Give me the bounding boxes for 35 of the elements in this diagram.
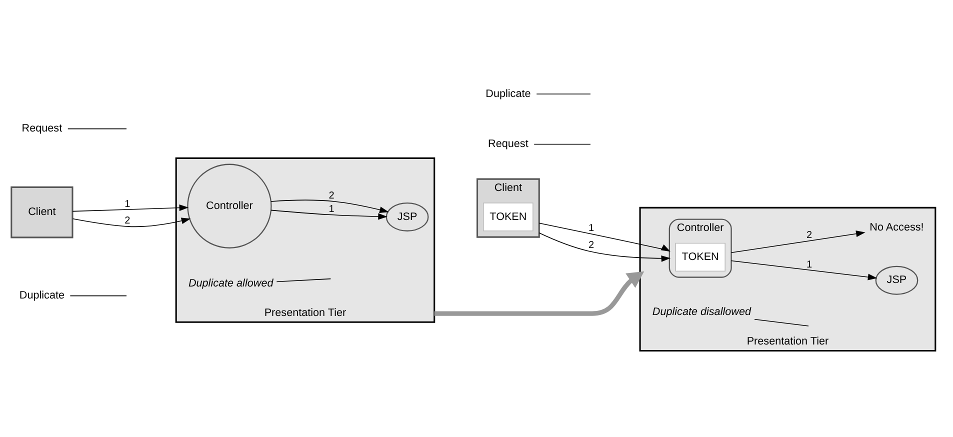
edge-label: 1 <box>124 199 130 210</box>
node-box: TOKEN <box>483 202 534 232</box>
arrow <box>434 271 644 316</box>
arrow <box>730 260 878 280</box>
connector <box>68 128 127 130</box>
arrow <box>270 210 388 220</box>
edge-label: 2 <box>328 190 334 202</box>
node-text: Request <box>22 122 62 135</box>
node-text: Duplicate <box>19 290 64 302</box>
node-box: TOKEN <box>675 242 726 272</box>
arrow <box>72 204 189 212</box>
arrow <box>538 232 671 262</box>
node-ellipse: JSP <box>386 202 429 232</box>
node-text: Duplicate allowed <box>188 277 274 290</box>
connector <box>754 318 809 326</box>
edge-label: 1 <box>806 260 812 271</box>
node-text: Request <box>488 138 528 150</box>
node-text: Duplicate <box>486 88 531 100</box>
connector <box>276 278 332 282</box>
arrow <box>538 222 670 252</box>
node-box: Client <box>10 186 74 238</box>
edge-label: 1 <box>328 204 334 215</box>
arrow <box>730 230 866 253</box>
node-text: No Access! <box>870 222 924 234</box>
node-ellipse: JSP <box>875 266 918 295</box>
node-circle: Controller <box>187 164 272 248</box>
edge-label: 1 <box>588 223 594 234</box>
edge-label: 2 <box>124 215 130 226</box>
arrow <box>270 200 389 213</box>
edge-label: 2 <box>806 230 812 242</box>
edge-label: 2 <box>588 240 594 252</box>
connector <box>70 295 127 296</box>
connector <box>534 144 591 145</box>
node-text: Duplicate disallowed <box>652 306 751 318</box>
arrow <box>72 218 191 228</box>
